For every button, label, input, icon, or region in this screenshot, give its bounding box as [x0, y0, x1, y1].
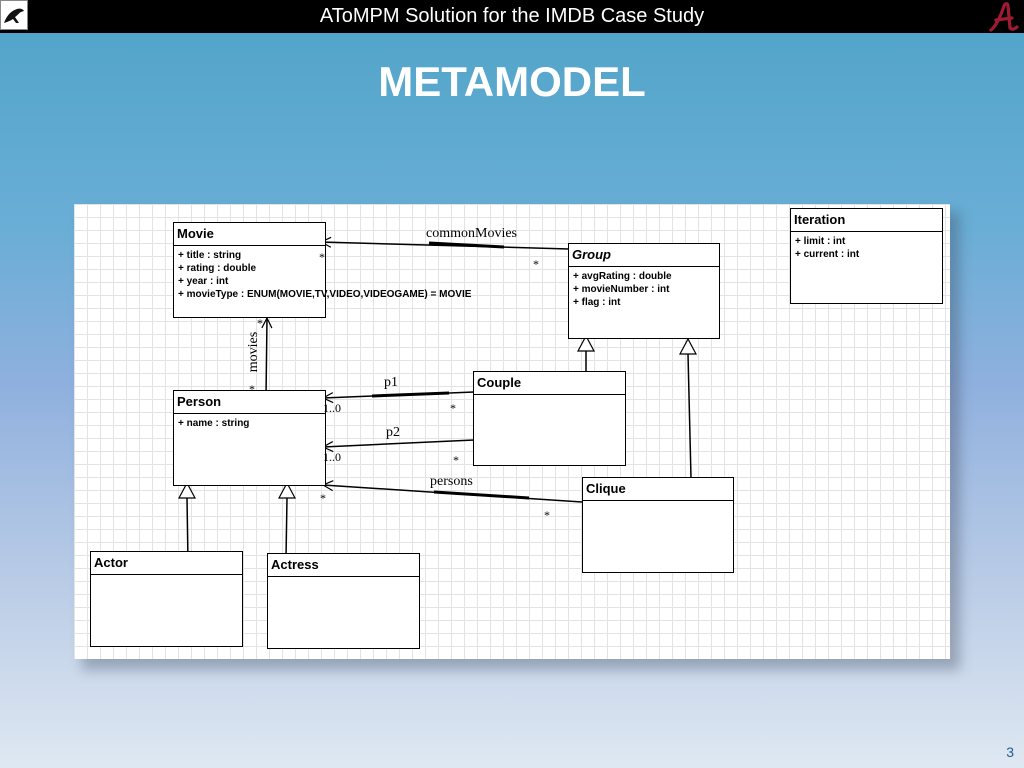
crow-logo-icon	[0, 0, 28, 30]
movie-attr-rating: + rating : double	[178, 263, 257, 274]
movie-attr-title: + title : string	[178, 250, 242, 261]
slide-header-title: AToMPM Solution for the IMDB Case Study	[319, 5, 705, 27]
diagram-edges	[178, 204, 697, 563]
movies-label: movies	[246, 331, 262, 373]
actress-inherits-person-edge	[285, 497, 288, 559]
movie-attr-year: + year : int	[178, 276, 229, 287]
movie-attr-movietype: + movieType : ENUM(MOVIE,TV,VIDEO,VIDEOG…	[178, 289, 472, 300]
person-attr-name: + name : string	[178, 418, 250, 429]
class-clique-name: Clique	[583, 478, 733, 501]
movies-edge	[266, 318, 267, 398]
clique-inherits-group-edge	[687, 353, 692, 479]
class-group[interactable]: Group + avgRating : double + movieNumber…	[568, 243, 720, 339]
class-group-name: Group	[569, 244, 719, 267]
class-actor-name: Actor	[91, 552, 242, 575]
class-couple-name: Couple	[474, 372, 625, 395]
metamodel-diagram: Movie + title : string + rating : double…	[74, 204, 950, 659]
movies-mult-bottom: *	[249, 382, 255, 396]
iteration-attr-limit: + limit : int	[795, 236, 846, 247]
class-movie-name: Movie	[174, 223, 325, 246]
persons-mult-person: *	[320, 491, 326, 505]
p2-mult-couple: *	[453, 453, 459, 467]
p1-mult-person: 1..0	[323, 401, 341, 415]
p2-edge	[323, 439, 475, 447]
class-clique[interactable]: Clique	[582, 477, 734, 573]
class-iteration[interactable]: Iteration + limit : int + current : int	[790, 208, 943, 304]
group-attr-movienumber: + movieNumber : int	[573, 284, 670, 295]
class-actress[interactable]: Actress	[267, 553, 420, 649]
persons-label: persons	[430, 474, 473, 489]
movies-mult-top: *	[257, 316, 263, 330]
common-movies-edge	[321, 242, 570, 250]
persons-mult-clique: *	[544, 508, 550, 522]
class-couple[interactable]: Couple	[473, 371, 626, 466]
common-movies-label: commonMovies	[426, 226, 517, 241]
class-iteration-name: Iteration	[791, 209, 942, 232]
p2-label: p2	[386, 425, 400, 440]
class-movie[interactable]: Movie + title : string + rating : double…	[173, 222, 472, 318]
slide-title: METAMODEL	[378, 58, 646, 105]
common-movies-mult-group: *	[533, 257, 539, 271]
university-a-logo-icon	[988, 0, 1020, 33]
page-number: 3	[1006, 744, 1014, 760]
iteration-attr-current: + current : int	[795, 249, 860, 260]
group-attr-avgrating: + avgRating : double	[573, 271, 672, 282]
class-actor[interactable]: Actor	[90, 551, 243, 647]
class-person[interactable]: Person + name : string	[173, 390, 326, 486]
p1-label: p1	[384, 375, 398, 390]
class-person-name: Person	[174, 391, 325, 414]
common-movies-mult-movie: *	[319, 250, 325, 264]
slide-header: AToMPM Solution for the IMDB Case Study	[0, 0, 1024, 33]
class-actress-name: Actress	[268, 554, 419, 577]
p2-mult-person: 1..0	[323, 450, 341, 464]
group-attr-flag: + flag : int	[573, 297, 621, 308]
p1-mult-couple: *	[450, 401, 456, 415]
